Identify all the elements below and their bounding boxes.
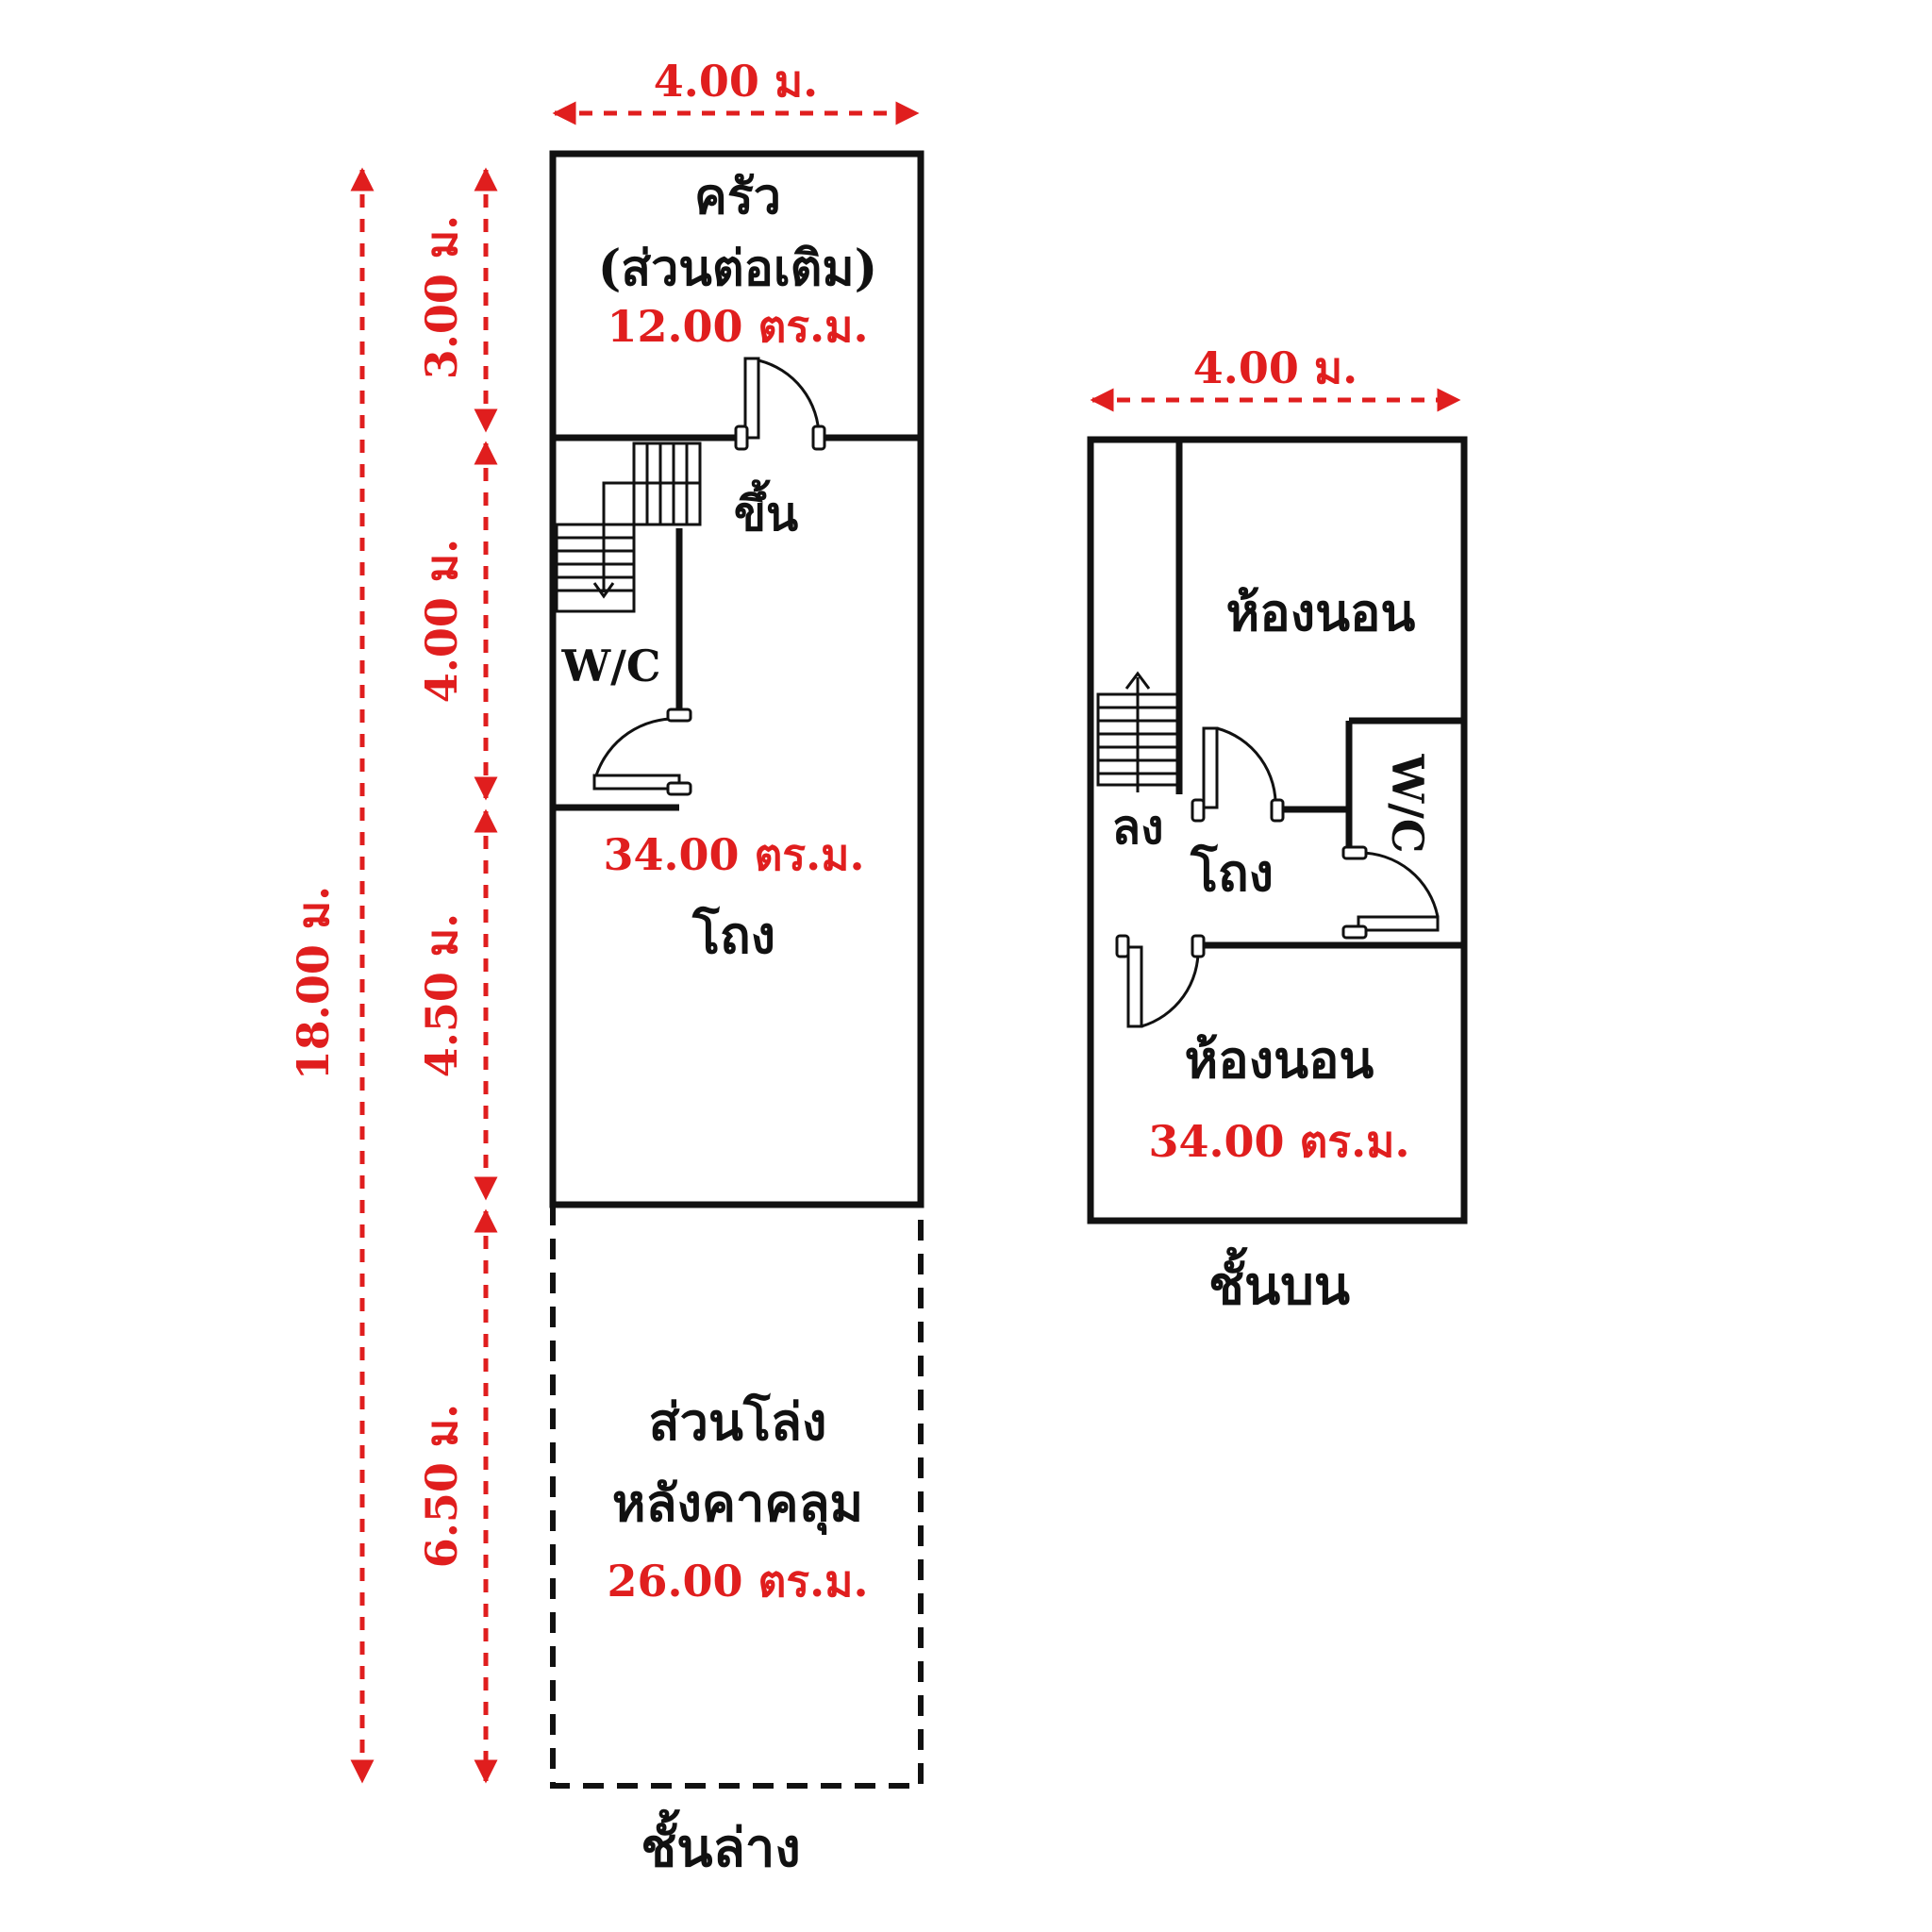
kitchen-note: (ส่วนต่อเติม): [598, 240, 878, 297]
kitchen-door: [734, 357, 826, 451]
segment-label-kitchen: 3.00 ม.: [416, 215, 467, 379]
upper-stairs-label: ลง: [1111, 799, 1163, 855]
ground-stairs: [555, 441, 702, 613]
ground-hall-area: 34.00 ตร.ม.: [604, 829, 865, 880]
upper-floor-plan: 4.00 ม.: [1087, 342, 1468, 1317]
bedroom-top-door: [1191, 726, 1285, 823]
ground-floor-caption: ชั้นล่าง: [641, 1809, 800, 1879]
segment-label-stair-wc: 4.00 ม.: [416, 539, 467, 703]
wc-door: [592, 708, 692, 796]
segment-label-hall: 4.50 ม.: [416, 913, 467, 1077]
bedroom-bottom-area: 34.00 ตร.ม.: [1149, 1116, 1410, 1167]
ground-width-label: 4.00 ม.: [654, 56, 818, 107]
bedroom-bottom-door: [1115, 934, 1206, 1028]
upper-floor-outer-wall: [1087, 436, 1468, 1224]
upper-hall-label: โถง: [1190, 842, 1274, 903]
upper-floor-caption: ชั้นบน: [1208, 1247, 1350, 1317]
upper-wc-door: [1341, 845, 1440, 940]
ground-stairs-label: ขึ้น: [734, 479, 798, 541]
open-area-dashed-outline: [550, 1205, 924, 1789]
upper-width-label: 4.00 ม.: [1193, 342, 1357, 393]
kitchen-name: ครัว: [694, 168, 781, 225]
kitchen-area: 12.00 ตร.ม.: [608, 301, 869, 352]
ground-floor-plan: 4.00 ม. 18.00 ม. 3.00 ม. 4.00 ม. 4.50 ม.…: [288, 56, 924, 1879]
total-length-label: 18.00 ม.: [288, 886, 339, 1080]
upper-stairs: [1096, 671, 1181, 792]
open-area-line1: ส่วนโล่ง: [649, 1391, 827, 1452]
segment-label-open-area: 6.50 ม.: [416, 1404, 467, 1568]
ground-hall-name: โถง: [691, 905, 775, 965]
bedroom-bottom-name: ห้องนอน: [1185, 1029, 1374, 1090]
open-area-area: 26.00 ตร.ม.: [608, 1556, 869, 1607]
upper-wc-label: W/C: [1382, 753, 1433, 853]
ground-wc-label: W/C: [560, 641, 660, 691]
ground-floor-outer-wall: [549, 150, 924, 1208]
bedroom-top-name: ห้องนอน: [1226, 582, 1416, 642]
open-area-line2: หลังคาคลุม: [612, 1473, 863, 1536]
